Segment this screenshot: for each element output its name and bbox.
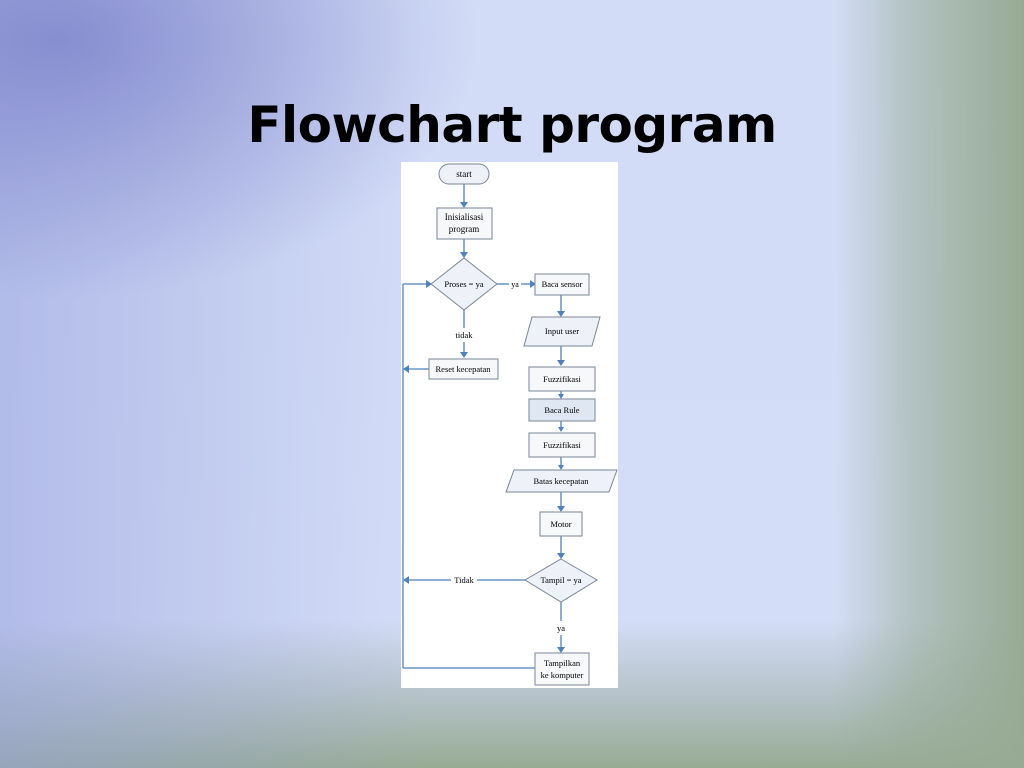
flowchart-image: start Inisialisasi program Proses = ya y… — [401, 162, 618, 688]
fuzzifikasi-1-node: Fuzzifikasi — [528, 366, 596, 392]
tampilkan-label-line2: ke komputer — [541, 670, 584, 680]
baca-sensor-label: Baca sensor — [542, 279, 583, 289]
start-label: start — [456, 169, 472, 179]
flowchart: start Inisialisasi program Proses = ya y… — [402, 163, 618, 686]
arrow-head — [558, 427, 564, 432]
batas-kecepatan-label: Batas kecepatan — [534, 476, 590, 486]
arrow-head — [403, 365, 409, 373]
edge-label-tampil-tidak: Tidak — [454, 575, 474, 585]
slide-title: Flowchart program — [247, 95, 777, 154]
init-label-line2: program — [449, 224, 480, 234]
arrow-head — [558, 465, 564, 470]
input-user-label: Input user — [545, 326, 579, 336]
arrow-head — [557, 311, 565, 317]
edge-label-tampil-ya: ya — [557, 623, 565, 633]
fuzzifikasi-2-node: Fuzzifikasi — [528, 432, 596, 458]
arrow-head — [530, 280, 536, 288]
edge-label-proses-ya: ya — [511, 280, 519, 289]
decision-proses: Proses = ya — [430, 257, 498, 311]
baca-sensor-node: Baca sensor — [534, 273, 590, 296]
reset-node: Reset kecepatan — [428, 358, 499, 380]
arrow-head — [403, 576, 409, 584]
arrow-head — [460, 252, 468, 258]
fuzzifikasi-1-label: Fuzzifikasi — [543, 374, 581, 384]
decision-proses-label: Proses = ya — [444, 279, 483, 289]
arrow-head — [557, 647, 565, 653]
init-node: Inisialisasi program — [436, 207, 493, 240]
init-label-line1: Inisialisasi — [445, 212, 484, 222]
motor-label: Motor — [550, 519, 571, 529]
fuzzifikasi-2-label: Fuzzifikasi — [543, 440, 581, 450]
tampilkan-label-line1: Tampilkan — [544, 658, 581, 668]
background-band — [834, 0, 1024, 768]
tampilkan-node: Tampilkan ke komputer — [534, 652, 590, 686]
reset-label: Reset kecepatan — [436, 364, 492, 374]
arrow-head — [557, 506, 565, 512]
decision-tampil-label: Tampil = ya — [540, 575, 581, 585]
arrow-head — [558, 394, 564, 399]
arrow-head — [557, 360, 565, 366]
connectors — [402, 184, 565, 669]
start-node: start — [438, 163, 490, 185]
arrow-head — [460, 202, 468, 208]
arrow-head — [557, 553, 565, 559]
arrow-head — [426, 280, 432, 288]
batas-kecepatan-node: Batas kecepatan — [505, 469, 618, 493]
decision-tampil: Tampil = ya — [524, 558, 598, 603]
baca-rule-label: Baca Rule — [544, 405, 579, 415]
input-user-node: Input user — [523, 316, 601, 347]
arrow-head — [460, 352, 468, 358]
baca-rule-node: Baca Rule — [528, 398, 596, 422]
edge-label-proses-tidak: tidak — [456, 330, 474, 340]
motor-node: Motor — [539, 511, 583, 537]
